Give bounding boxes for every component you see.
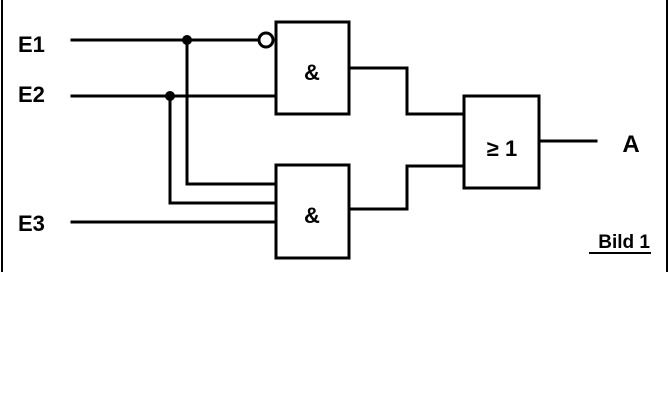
input-label-e1: E1 — [18, 32, 45, 57]
input-label-e3: E3 — [18, 211, 45, 236]
junction-dot-e2 — [165, 91, 175, 101]
wire-and-bottom-to-or — [347, 164, 466, 211]
and-gate-bottom-symbol: & — [304, 203, 320, 228]
wire-e2-branch — [168, 94, 278, 205]
junction-dot-e1 — [182, 35, 192, 45]
and-gate-top — [274, 20, 351, 116]
and-gate-bottom — [274, 163, 351, 260]
wire-e1-branch — [185, 38, 278, 186]
input-label-e2: E2 — [18, 82, 45, 107]
wire-and-top-to-or — [347, 66, 466, 116]
and-gate-top-symbol: & — [304, 60, 320, 85]
figure-caption: Bild 1 — [598, 232, 650, 253]
or-gate-symbol: ≥ 1 — [487, 136, 517, 161]
negation-bubble — [257, 31, 275, 49]
output-label-a: A — [622, 131, 639, 158]
